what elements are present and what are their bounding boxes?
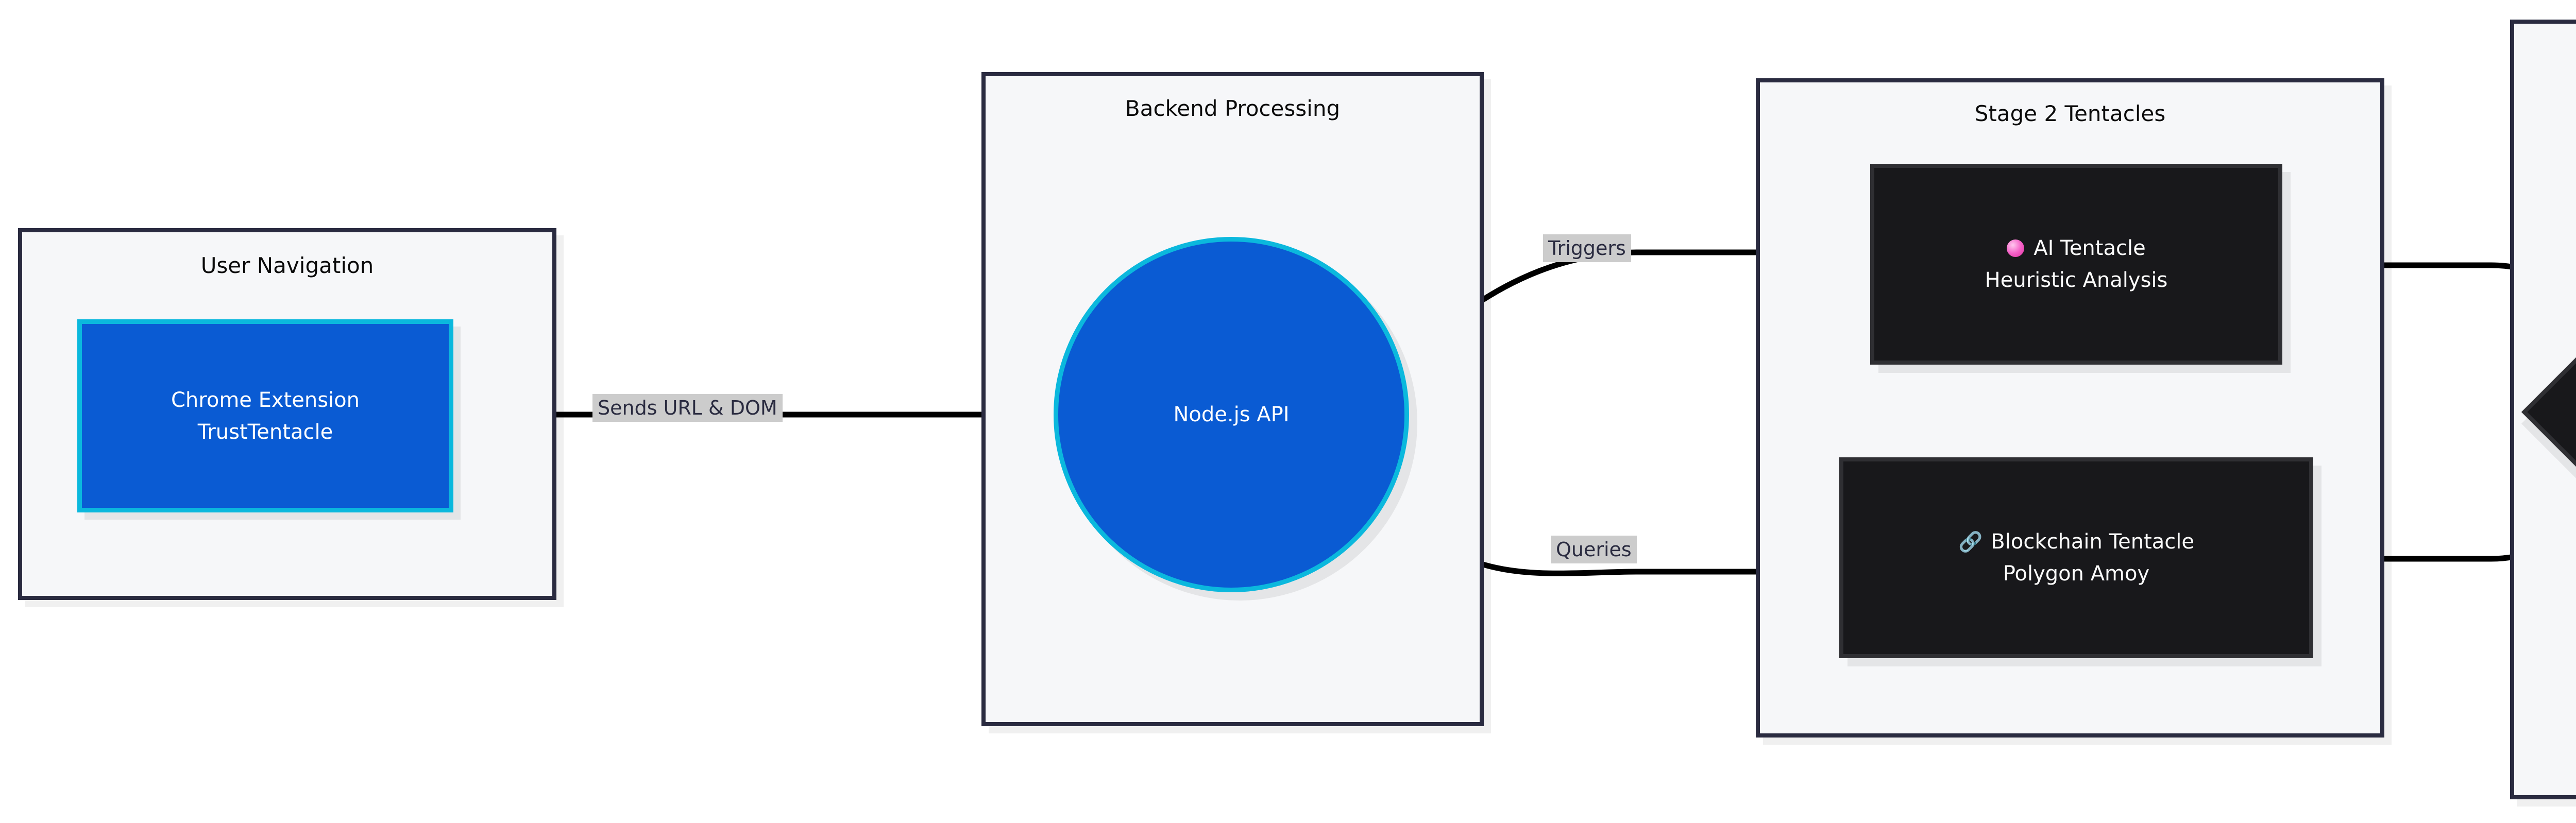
edge-label-queries: Queries	[1551, 536, 1637, 563]
cluster-title-user-navigation: User Navigation	[200, 253, 374, 278]
node-blockchain-tentacle[interactable]: 🔗 Blockchain Tentacle Polygon Amoy	[1839, 457, 2313, 658]
node-ai-tentacle-line1-text: AI Tentacle	[2033, 236, 2146, 260]
node-chrome-extension[interactable]: Chrome Extension TrustTentacle	[77, 319, 453, 512]
brain-icon	[2007, 239, 2025, 257]
node-chrome-extension-line1: Chrome Extension	[171, 388, 360, 412]
node-blockchain-tentacle-line2: Polygon Amoy	[2003, 562, 2150, 586]
edge-label-sends-url-dom: Sends URL & DOM	[592, 394, 783, 422]
cluster-title-backend-processing: Backend Processing	[1125, 96, 1341, 121]
cluster-title-realtime-action: Real-Time Action	[2514, 42, 2576, 67]
node-blockchain-tentacle-line1: 🔗 Blockchain Tentacle	[1958, 526, 2194, 558]
node-ai-tentacle[interactable]: AI Tentacle Heuristic Analysis	[1870, 164, 2282, 365]
node-blockchain-tentacle-line1-text: Blockchain Tentacle	[1991, 530, 2195, 554]
edge-label-triggers: Triggers	[1543, 234, 1631, 262]
node-chrome-extension-line2: TrustTentacle	[197, 420, 333, 444]
node-ai-tentacle-line1: AI Tentacle	[2007, 232, 2146, 264]
cluster-title-stage2-tentacles: Stage 2 Tentacles	[1974, 101, 2166, 126]
node-nodejs-api-label: Node.js API	[1173, 403, 1290, 426]
link-icon: 🔗	[1958, 530, 1983, 553]
node-nodejs-api[interactable]: Node.js API	[1054, 237, 1409, 592]
node-ai-tentacle-line2: Heuristic Analysis	[1985, 268, 2168, 292]
